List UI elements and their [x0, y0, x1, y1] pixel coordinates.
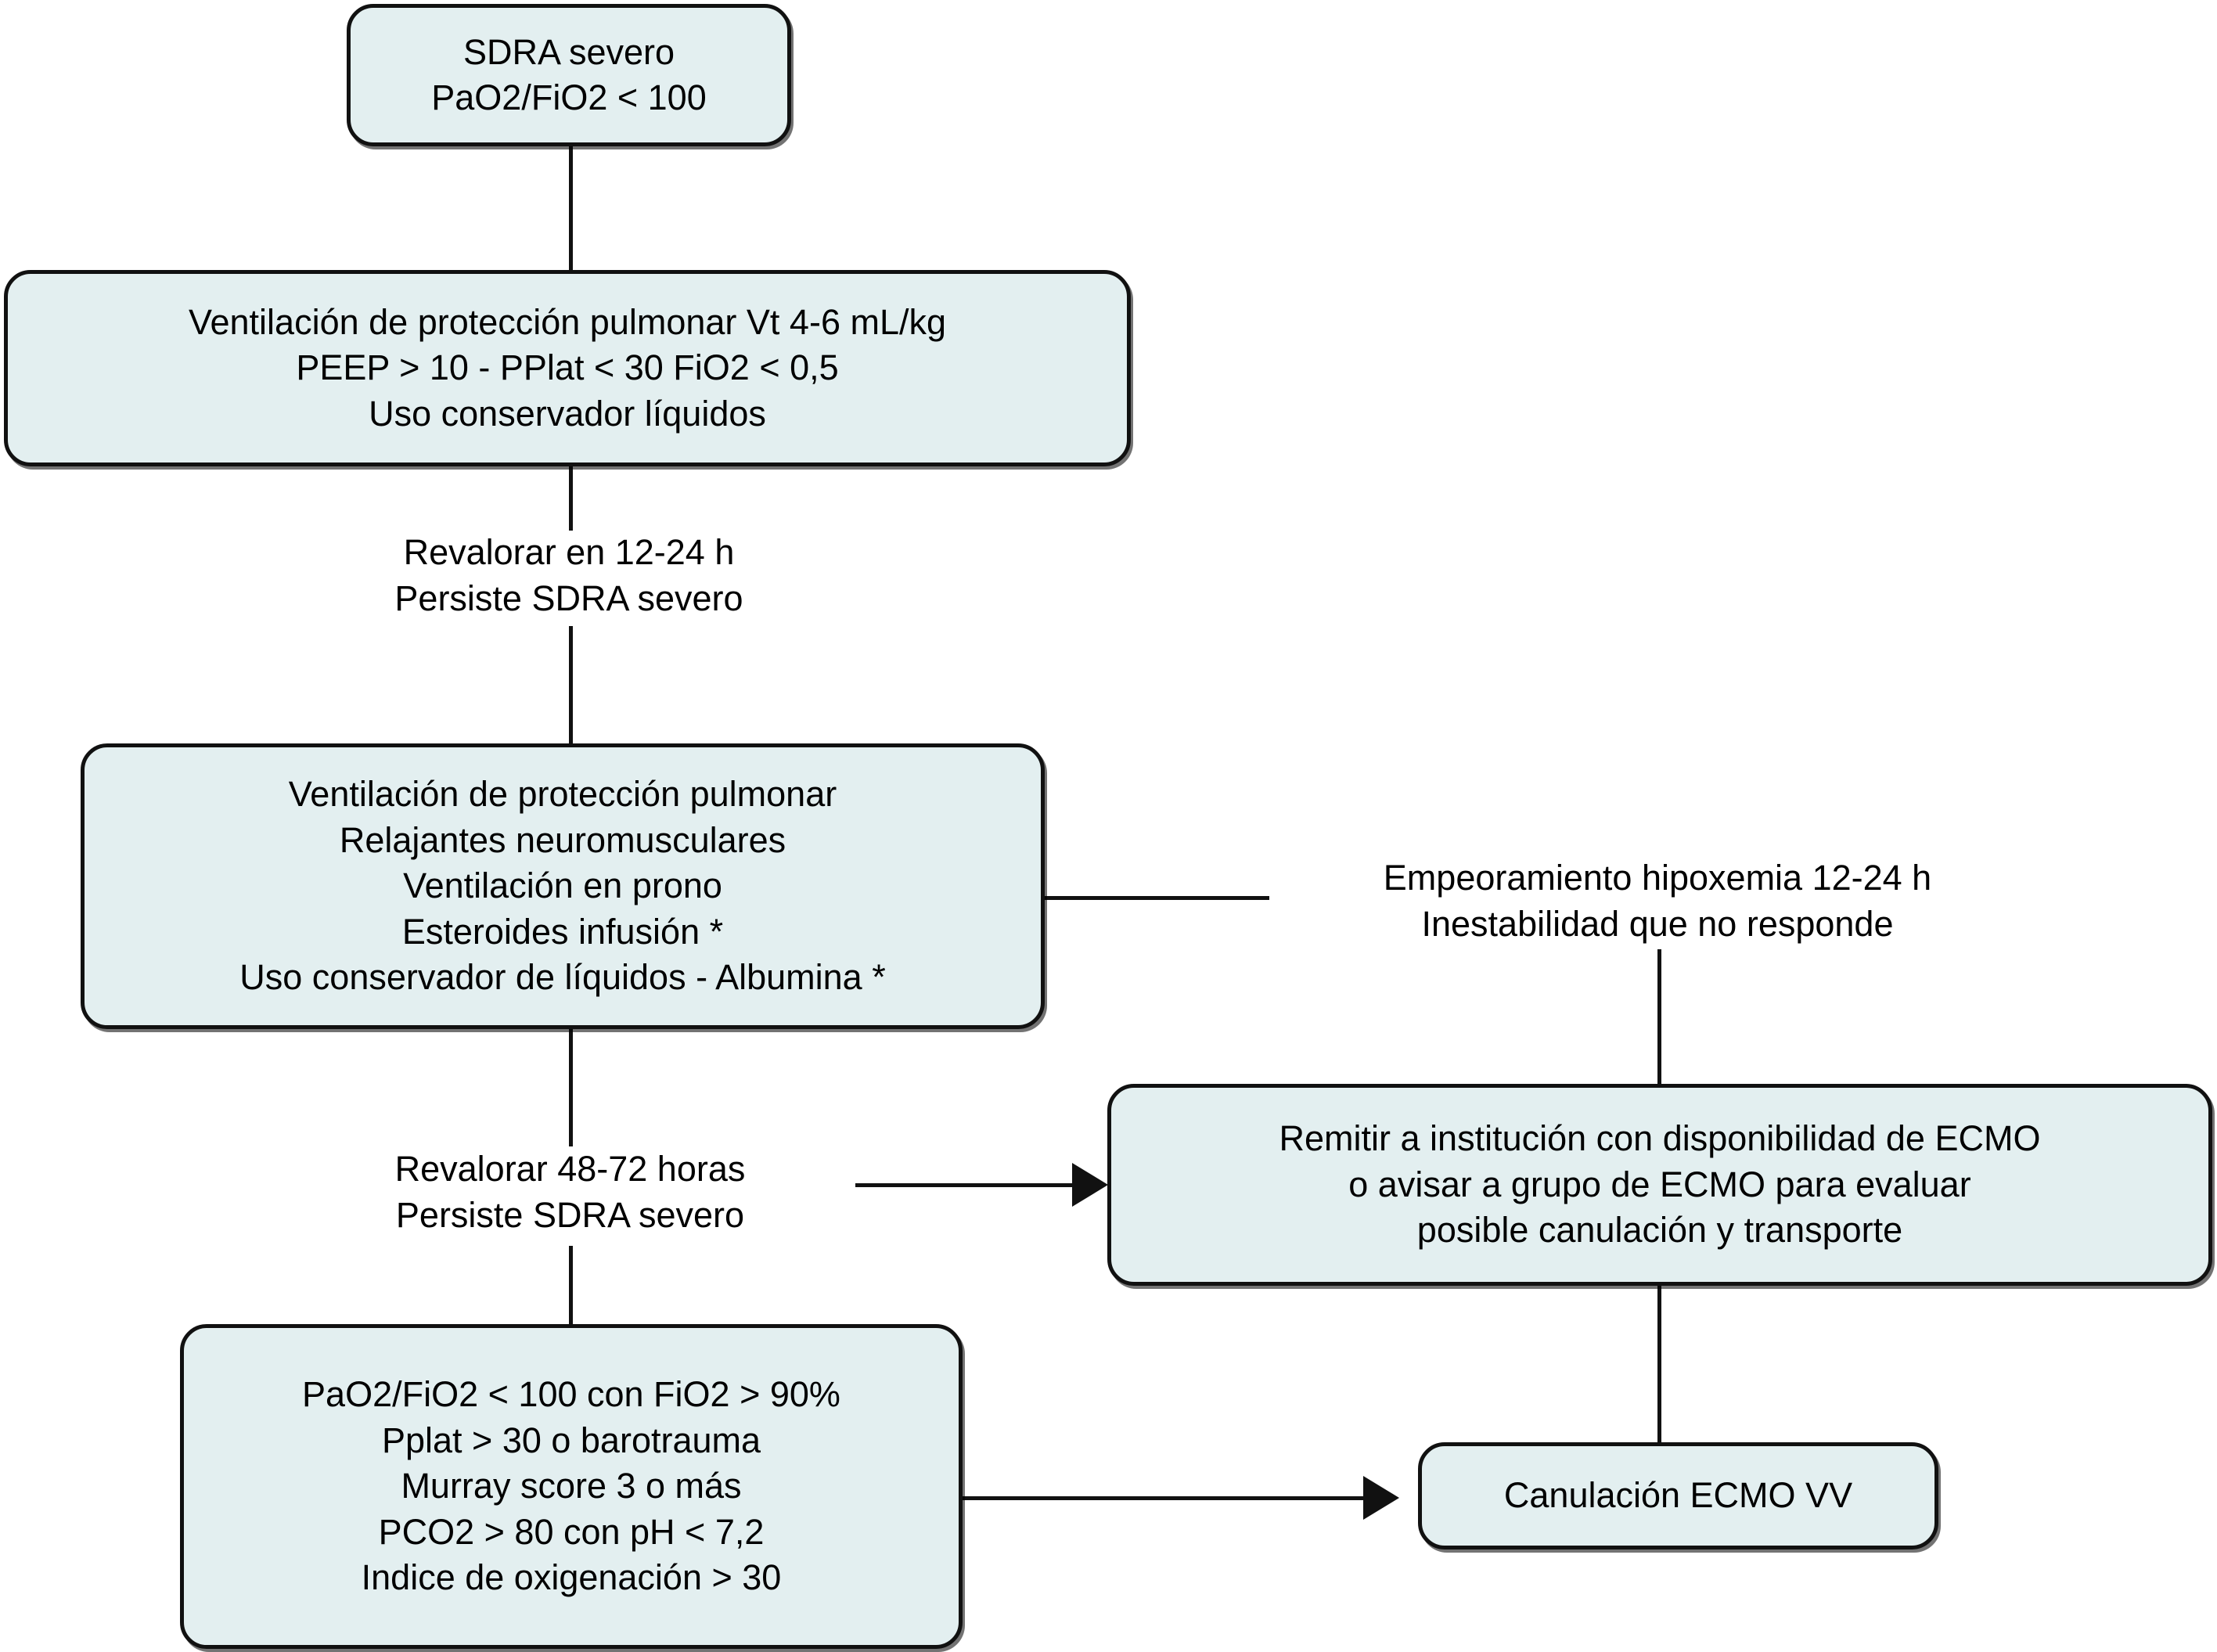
node-canulacion-ecmo-vv[interactable]: Canulación ECMO VV — [1418, 1442, 1938, 1549]
node-manejo-line2: Relajantes neuromusculares — [339, 819, 786, 860]
node-manejo-line4: Esteroides infusión * — [401, 911, 724, 952]
node-remitir-line2: o avisar a grupo de ECMO para evaluar — [1348, 1164, 1971, 1204]
node-ventilacion-line2: PEEP > 10 - PPlat < 30 FiO2 < 0,5 — [296, 347, 839, 388]
edge-label-empeoramiento: Empeoramiento hipoxemia 12-24 h Inestabi… — [1333, 855, 1982, 947]
node-ventilacion-line1: Ventilación de protección pulmonar Vt 4-… — [188, 301, 947, 342]
edge-label-revalorar-48-72: Revalorar 48-72 horas Persiste SDRA seve… — [365, 1146, 776, 1238]
connector-manejo-to-empeoramiento — [1042, 896, 1269, 900]
node-manejo-line1: Ventilación de protección pulmonar — [288, 774, 837, 815]
arrow-line-label2-to-remitir — [855, 1183, 1078, 1187]
node-sdra-severo-line2: PaO2/FiO2 < 100 — [431, 77, 707, 117]
node-criterios-line2: Pplat > 30 o barotrauma — [381, 1420, 761, 1460]
edge-label-revalorar-48-72-line2: Persiste SDRA severo — [395, 1194, 745, 1235]
connector-label2-to-criterios — [569, 1246, 573, 1324]
connector-label1-to-manejo — [569, 626, 573, 743]
node-canulacion-line1: Canulación ECMO VV — [1503, 1475, 1853, 1516]
node-remitir-line3: posible canulación y transporte — [1416, 1210, 1903, 1251]
connector-remitir-to-canulacion — [1657, 1286, 1661, 1442]
node-remitir-ecmo[interactable]: Remitir a institución con disponibilidad… — [1107, 1084, 2212, 1286]
node-criterios-line3: Murray score 3 o más — [401, 1466, 742, 1506]
node-remitir-line1: Remitir a institución con disponibilidad… — [1279, 1118, 2041, 1159]
node-sdra-severo-line1: SDRA severo — [462, 31, 675, 72]
node-manejo-line5: Uso conservador de líquidos - Albumina * — [239, 957, 886, 998]
edge-label-empeoramiento-line1: Empeoramiento hipoxemia 12-24 h — [1383, 858, 1932, 898]
arrow-head-label2-to-remitir — [1072, 1163, 1108, 1207]
edge-label-revalorar-12-24-line2: Persiste SDRA severo — [394, 578, 743, 618]
arrow-head-criterios-to-canulacion — [1363, 1476, 1399, 1520]
connector-empeoramiento-to-remitir — [1657, 949, 1661, 1084]
edge-label-empeoramiento-line2: Inestabilidad que no responde — [1421, 903, 1894, 944]
node-ventilacion-proteccion[interactable]: Ventilación de protección pulmonar Vt 4-… — [4, 270, 1131, 466]
edge-label-revalorar-48-72-line1: Revalorar 48-72 horas — [394, 1149, 746, 1189]
node-manejo-line3: Ventilación en prono — [403, 866, 722, 906]
arrow-line-criterios-to-canulacion — [963, 1496, 1369, 1500]
node-criterios-line5: Indice de oxigenación > 30 — [361, 1557, 782, 1598]
node-criterios-line4: PCO2 > 80 con pH < 7,2 — [378, 1511, 765, 1552]
node-criterios-line1: PaO2/FiO2 < 100 con FiO2 > 90% — [302, 1374, 840, 1415]
node-criterios-ecmo[interactable]: PaO2/FiO2 < 100 con FiO2 > 90% Pplat > 3… — [180, 1324, 963, 1649]
edge-label-revalorar-12-24-line1: Revalorar en 12-24 h — [403, 532, 735, 572]
connector-sdra-to-ventilacion — [569, 146, 573, 270]
node-sdra-severo[interactable]: SDRA severo PaO2/FiO2 < 100 — [347, 4, 791, 146]
edge-label-revalorar-12-24: Revalorar en 12-24 h Persiste SDRA sever… — [373, 530, 765, 621]
connector-manejo-to-label2 — [569, 1029, 573, 1146]
node-ventilacion-line3: Uso conservador líquidos — [369, 393, 766, 434]
node-manejo-avanzado[interactable]: Ventilación de protección pulmonar Relaj… — [81, 743, 1045, 1029]
connector-ventilacion-to-label1 — [569, 466, 573, 531]
